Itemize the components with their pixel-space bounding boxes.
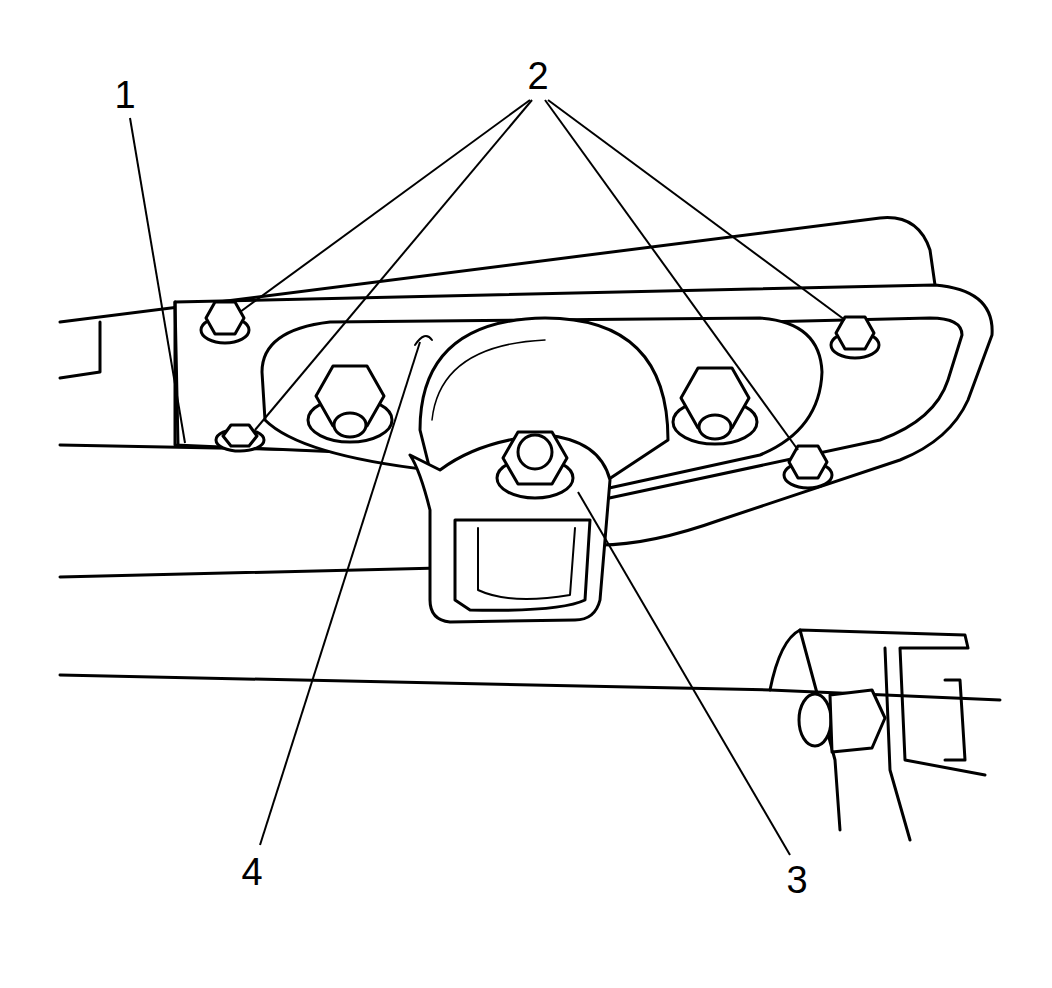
stud	[699, 415, 731, 439]
leader-line	[260, 342, 420, 845]
bracket-inner	[478, 528, 575, 599]
callout-number: 3	[783, 860, 810, 900]
leader-line	[548, 100, 845, 320]
plate-edge	[175, 302, 178, 445]
stud	[334, 413, 366, 437]
side-bracket	[770, 630, 985, 775]
leader-line	[130, 118, 185, 443]
callout-number: 2	[524, 56, 551, 96]
leader-line	[240, 100, 530, 312]
dome-shading	[432, 340, 545, 420]
beam-line	[60, 568, 440, 577]
leader-line	[255, 100, 532, 430]
leader-line	[578, 492, 790, 855]
hex-nut	[830, 690, 885, 752]
flange-nut-hex	[789, 446, 827, 478]
mount-base	[262, 318, 822, 490]
rail-edge	[60, 322, 100, 378]
bolt-stud	[518, 435, 552, 469]
bolt-end	[799, 694, 831, 746]
bolt-head	[503, 432, 567, 484]
flange-nut-hex	[836, 317, 874, 349]
callout-number: 1	[111, 75, 138, 115]
flange-nut-hex	[223, 425, 257, 446]
callout-number: 4	[238, 852, 265, 892]
bracket-slot	[455, 520, 590, 610]
marker-tab	[415, 336, 432, 345]
flange-nut-hex	[206, 302, 244, 334]
side-bracket	[885, 648, 910, 840]
bolt-end	[945, 680, 965, 760]
leader-line	[545, 100, 798, 450]
